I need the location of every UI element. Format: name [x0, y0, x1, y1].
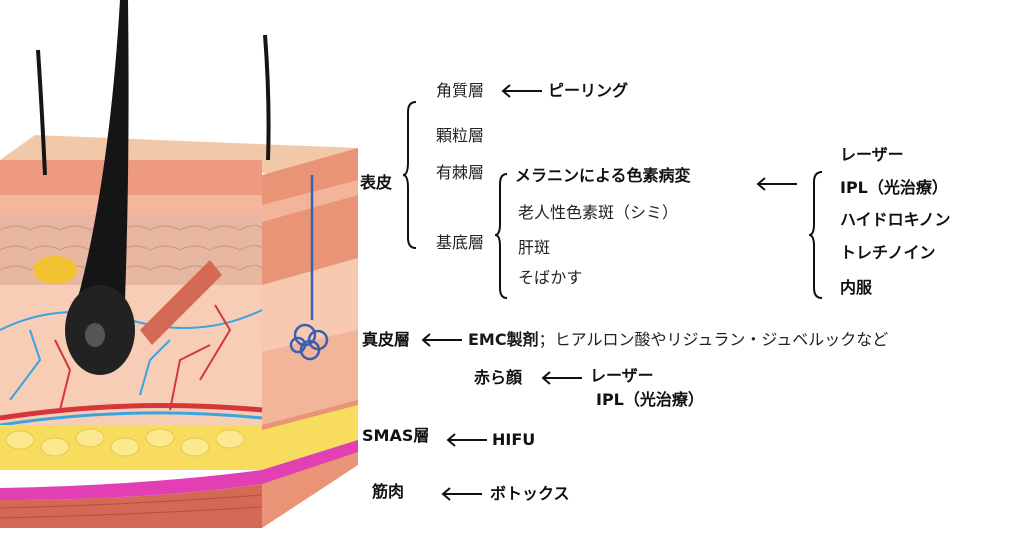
condition-freckles: そばかす [518, 268, 583, 287]
muscle-treatment-botox: ボトックス [490, 484, 570, 503]
redness-treatment-laser: レーザー [590, 366, 654, 385]
redness-treatment-ipl: IPL（光治療） [596, 390, 704, 409]
arrow-left-icon [501, 84, 542, 98]
muscle-band [0, 484, 262, 528]
muscle-label: 筋肉 [372, 482, 405, 501]
smas-treatment-hifu: HIFU [492, 430, 536, 449]
arrow-left-icon [541, 371, 582, 385]
stratum-granulosum-label: 顆粒層 [436, 126, 485, 145]
stratum-corneum-label: 角質層 [436, 81, 485, 100]
hair-shaft [73, 0, 130, 370]
condition-senile-lentigo: 老人性色素斑（シミ） [518, 203, 679, 222]
smas-band [0, 440, 358, 500]
arrow-left-icon [446, 433, 487, 447]
condition-melasma: 肝斑 [518, 238, 551, 257]
dermis-label: 真皮層 [362, 330, 411, 349]
pigment-treatment-oral: 内服 [840, 278, 873, 297]
pigment-treatment-ipl: IPL（光治療） [840, 178, 948, 197]
skin-cross-section-illustration [0, 0, 358, 528]
pigment-treatment-tretinoin: トレチノイン [840, 243, 936, 262]
smas-label: SMAS層 [362, 426, 430, 445]
dermis-band [0, 285, 262, 425]
stratum-spinosum-label: 有棘層 [436, 163, 485, 182]
pigment-treatment-hydroquinone: ハイドロキノン [840, 210, 951, 229]
peeling-treatment: ピーリング [548, 81, 629, 100]
epidermis-label: 表皮 [360, 173, 393, 192]
stratum-basale-label: 基底層 [436, 233, 485, 252]
treatment-brace [808, 171, 823, 299]
redness-label: 赤ら顔 [474, 368, 523, 387]
arrow-left-icon [756, 177, 797, 191]
dermis-treatment-emc: EMC製剤 [468, 330, 539, 349]
pigment-brace [494, 173, 508, 299]
pigment-heading: メラニンによる色素病変 [515, 166, 691, 185]
dermis-treatment-injectables: ；ヒアルロン酸やリジュラン・ジュベルックなど [538, 330, 889, 349]
epidermis-band [0, 160, 262, 195]
epidermis-brace [402, 101, 417, 249]
arrow-left-icon [421, 333, 462, 347]
dermis-treatment: EMC製剤；ヒアルロン酸やリジュラン・ジュベルックなど [468, 332, 888, 348]
arrow-left-icon [441, 487, 482, 501]
pigment-treatment-laser: レーザー [840, 145, 904, 164]
